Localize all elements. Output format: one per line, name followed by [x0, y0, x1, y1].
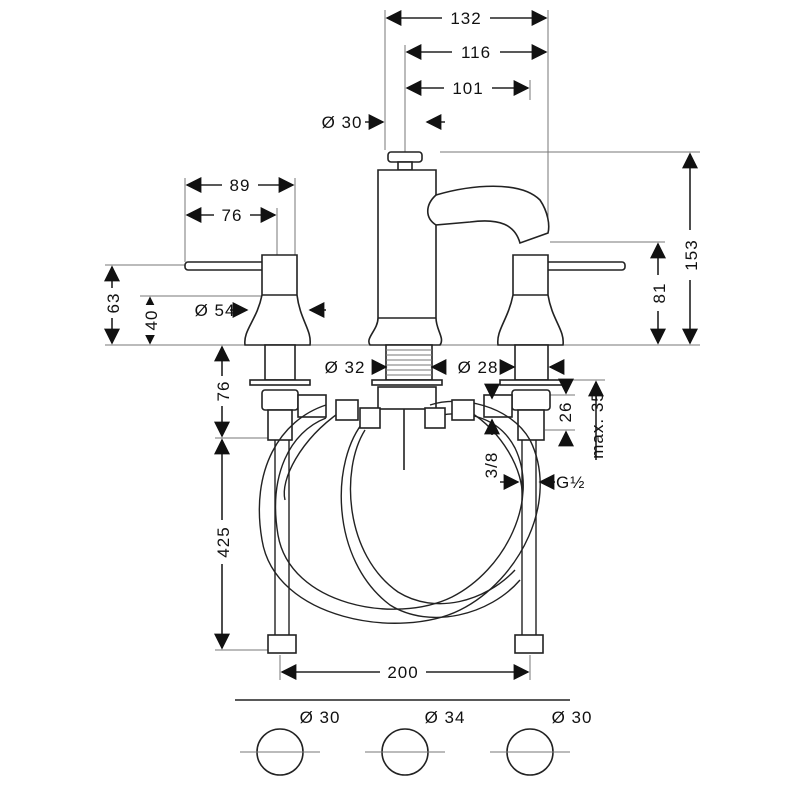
left-handle — [184, 254, 327, 441]
hoses — [258, 400, 544, 654]
dim-max-35: max. 35 — [588, 391, 607, 458]
dim-200: 200 — [387, 663, 418, 682]
dim-63: 63 — [104, 293, 123, 314]
dim-153: 153 — [682, 239, 701, 270]
spout-shank — [371, 344, 443, 470]
dim-425: 425 — [214, 526, 233, 557]
right-handle — [483, 254, 626, 441]
dim-spout-shank-diameter: Ø 32 — [325, 358, 366, 377]
dimension-labels: 132 116 101 Ø 30 153 81 89 76 63 40 Ø 54… — [102, 8, 701, 682]
dim-76-lever: 76 — [222, 206, 243, 225]
dim-handle-shank-diameter: Ø 28 — [458, 358, 499, 377]
connectors — [335, 399, 475, 429]
extension-lines — [105, 10, 700, 680]
dim-89: 89 — [230, 176, 251, 195]
dim-76-shank: 76 — [214, 381, 233, 402]
dim-101: 101 — [452, 79, 483, 98]
spout — [368, 151, 550, 346]
dim-40: 40 — [142, 310, 161, 331]
dim-116: 116 — [461, 43, 491, 62]
dim-handle-base-diameter: Ø 54 — [195, 301, 236, 320]
dim-81: 81 — [650, 283, 669, 304]
dim-26: 26 — [556, 402, 575, 423]
hole-label-center: Ø 34 — [425, 708, 466, 727]
dim-thread-g-half: G½ — [556, 473, 585, 492]
dim-knob-diameter: Ø 30 — [322, 113, 363, 132]
dim-thread-3-8: 3/8 — [482, 452, 501, 479]
dim-132: 132 — [450, 9, 481, 28]
hole-label-left: Ø 30 — [300, 708, 341, 727]
hole-label-right: Ø 30 — [552, 708, 593, 727]
hole-pattern: Ø 30 Ø 34 Ø 30 — [235, 699, 593, 776]
